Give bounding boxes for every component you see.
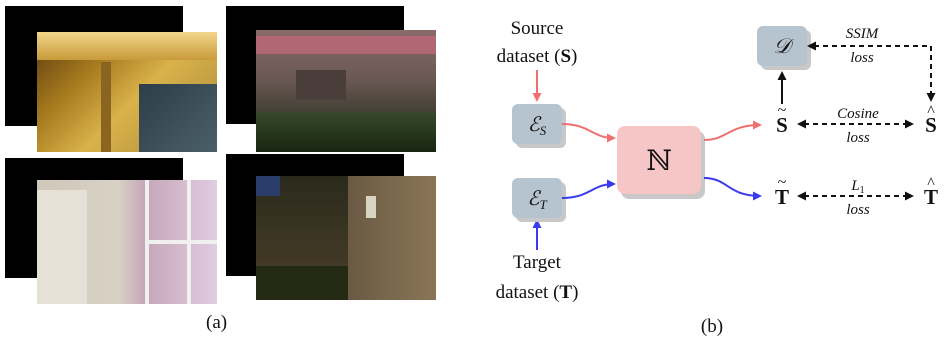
s-tilde-mark: ~ <box>778 102 787 119</box>
cosine-loss-label-1: Cosine <box>837 106 879 122</box>
ssim-loss-label-1: SSIM <box>846 26 880 42</box>
image-tile-interior-window <box>5 158 217 304</box>
network-box <box>617 126 701 194</box>
network-to-s-tilde-arrow <box>703 120 762 141</box>
image-tile-house-exterior <box>226 6 436 152</box>
decoder-box <box>757 26 807 66</box>
panel-a: (a) <box>0 0 440 338</box>
photo-interior-window <box>37 180 217 304</box>
s-hat-mark: ^ <box>927 103 935 120</box>
target-label-line2: dataset (T) <box>496 282 579 303</box>
caption-b: (b) <box>701 316 723 337</box>
image-tile-tree-building-night <box>226 154 436 300</box>
photo-house-exterior <box>256 30 436 152</box>
photo-tree-building-night <box>256 176 436 300</box>
l1-loss-label-1: L1 <box>850 178 864 196</box>
decoder-label: 𝒟 <box>774 34 795 58</box>
ssim-loss-arrow <box>807 41 936 102</box>
cosine-loss-label-2: loss <box>846 130 870 146</box>
encoder-s-box <box>512 104 562 144</box>
t-tilde-label: T <box>775 185 789 209</box>
source-label-line1: Source <box>511 18 564 39</box>
network-to-t-tilde-arrow <box>703 177 762 201</box>
ssim-loss-label-2: loss <box>850 50 874 66</box>
encoder-t-to-network-arrow <box>561 179 616 199</box>
s-hat-label: S <box>925 113 937 137</box>
network-label: ℕ <box>646 146 672 177</box>
photo-building-wall <box>37 32 217 152</box>
source-label-line2: dataset (S) <box>497 46 578 67</box>
caption-a: (a) <box>206 312 228 333</box>
t-tilde-mark: ~ <box>778 174 787 191</box>
t-hat-mark: ^ <box>927 175 935 192</box>
t-hat-label: T <box>924 185 938 209</box>
l1-loss-label-2: loss <box>846 202 870 218</box>
encoder-t-box <box>512 178 562 218</box>
image-tile-building-wall <box>5 6 217 152</box>
encoder-s-to-network-arrow <box>561 123 616 143</box>
s-tilde-label: S <box>776 113 788 137</box>
target-label-line1: Target <box>513 252 562 273</box>
